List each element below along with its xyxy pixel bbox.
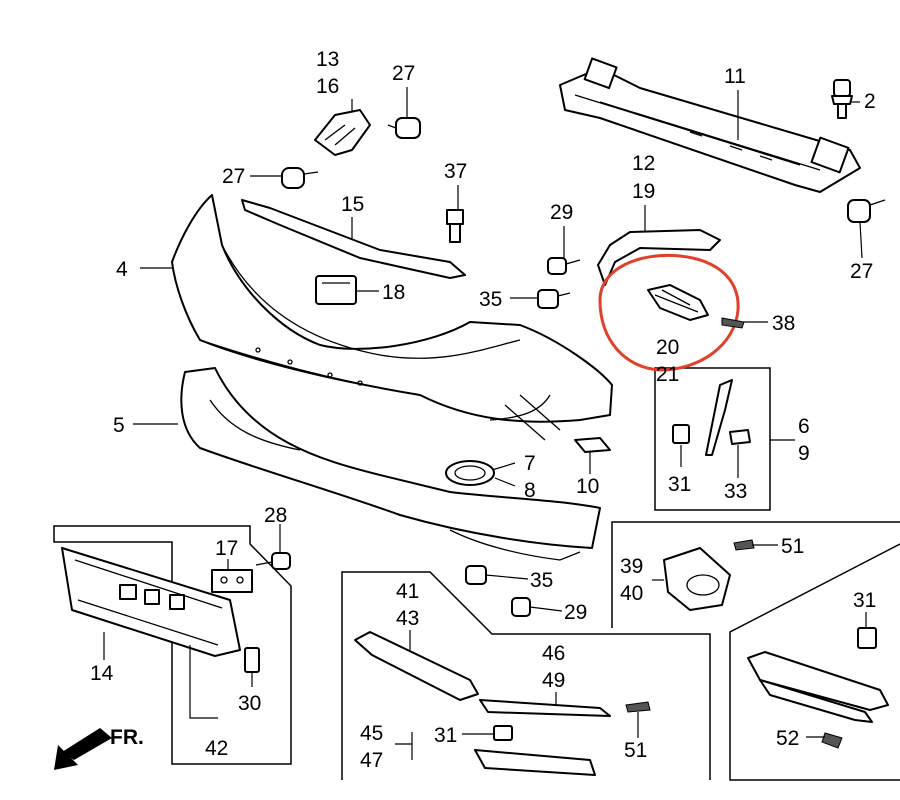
direction-label: FR. — [110, 726, 144, 749]
label-9: 9 — [798, 442, 810, 465]
label-27-right: 27 — [850, 260, 873, 283]
clip-31-box — [857, 627, 877, 649]
clip-31-low — [493, 725, 513, 741]
label-45: 45 — [360, 722, 383, 745]
side-garnish — [705, 379, 733, 456]
clip-18 — [315, 275, 357, 305]
label-28: 28 — [264, 504, 287, 527]
right-trim-lower — [759, 679, 873, 723]
bolt-2 — [831, 79, 853, 119]
label-19: 19 — [632, 180, 655, 203]
label-46: 46 — [542, 642, 565, 665]
leader-lines — [103, 87, 867, 760]
fog-garnish — [663, 547, 731, 611]
bumper-cover-upper — [171, 194, 613, 423]
label-8: 8 — [524, 479, 536, 502]
screw-51-top — [733, 539, 755, 551]
box-right-group — [729, 543, 900, 781]
label-7: 7 — [524, 452, 536, 475]
label-29-top: 29 — [550, 201, 573, 224]
label-15: 15 — [341, 193, 364, 216]
label-41: 41 — [396, 580, 419, 603]
box-bracket-group — [654, 367, 771, 511]
label-39: 39 — [620, 555, 643, 578]
label-18: 18 — [382, 281, 405, 304]
label-43: 43 — [396, 607, 419, 630]
direction-arrow: FR. — [54, 726, 144, 770]
box-lower-trim-group — [341, 571, 711, 780]
clip-10 — [574, 437, 611, 453]
label-40: 40 — [620, 582, 643, 605]
mount-bracket — [314, 109, 371, 156]
lower-trim-41 — [354, 631, 479, 701]
clip-35-top — [537, 289, 571, 309]
clip-30 — [244, 647, 260, 673]
label-14: 14 — [90, 662, 114, 685]
label-31-mid: 31 — [668, 473, 691, 496]
bumper-beam — [559, 57, 861, 193]
label-31-box: 31 — [853, 589, 876, 612]
clip-31-mid — [672, 424, 690, 444]
label-42: 42 — [205, 737, 228, 760]
part-labels: 4 5 13 16 27 27 15 37 18 29 35 11 12 19 … — [90, 48, 876, 772]
side-spacer — [647, 284, 709, 321]
screw-52 — [821, 732, 843, 749]
label-51-low: 51 — [624, 739, 647, 762]
label-49: 49 — [542, 669, 565, 692]
bolt-28 — [255, 552, 291, 570]
label-21: 21 — [656, 363, 679, 386]
clip-33 — [729, 429, 751, 445]
label-35-top: 35 — [479, 288, 502, 311]
highlight-circle — [598, 253, 740, 372]
lower-trim-46 — [479, 699, 611, 717]
label-51-top: 51 — [781, 535, 804, 558]
label-33: 33 — [724, 480, 747, 503]
bolt-27-top — [387, 117, 421, 139]
label-27-top: 27 — [392, 62, 415, 85]
label-10: 10 — [576, 475, 599, 498]
label-6: 6 — [798, 415, 810, 438]
label-12: 12 — [632, 152, 655, 175]
label-16: 16 — [316, 75, 339, 98]
side-bracket — [597, 229, 721, 286]
label-29-low: 29 — [564, 601, 587, 624]
bolt-27-right — [847, 199, 886, 223]
label-38: 38 — [772, 312, 795, 335]
clip-35-low — [465, 565, 487, 585]
label-27-left: 27 — [222, 165, 245, 188]
label-52: 52 — [776, 727, 799, 750]
lower-trim-45 — [474, 749, 596, 776]
bolt-27-left — [281, 167, 319, 189]
fog-ring — [445, 460, 495, 486]
label-2: 2 — [864, 90, 876, 113]
label-4: 4 — [116, 258, 128, 281]
label-31-low: 31 — [434, 724, 457, 747]
screw-51-low — [625, 701, 651, 713]
label-17: 17 — [215, 537, 238, 560]
bumper-cover-lower — [180, 367, 601, 561]
label-47: 47 — [360, 749, 383, 772]
screw-38 — [721, 317, 745, 329]
label-11: 11 — [724, 65, 746, 88]
box-fog-group — [611, 521, 900, 628]
label-5: 5 — [113, 414, 125, 437]
license-plate-base — [61, 547, 241, 657]
bolt-29-top — [547, 257, 581, 275]
label-20: 20 — [656, 336, 679, 359]
label-30: 30 — [238, 692, 261, 715]
upper-bracket — [241, 199, 466, 279]
label-35-low: 35 — [530, 569, 553, 592]
bolt-29-low — [511, 597, 531, 617]
bolt-37 — [446, 209, 464, 243]
label-37: 37 — [444, 160, 467, 183]
bracket-17 — [211, 569, 253, 593]
label-13: 13 — [316, 48, 339, 71]
